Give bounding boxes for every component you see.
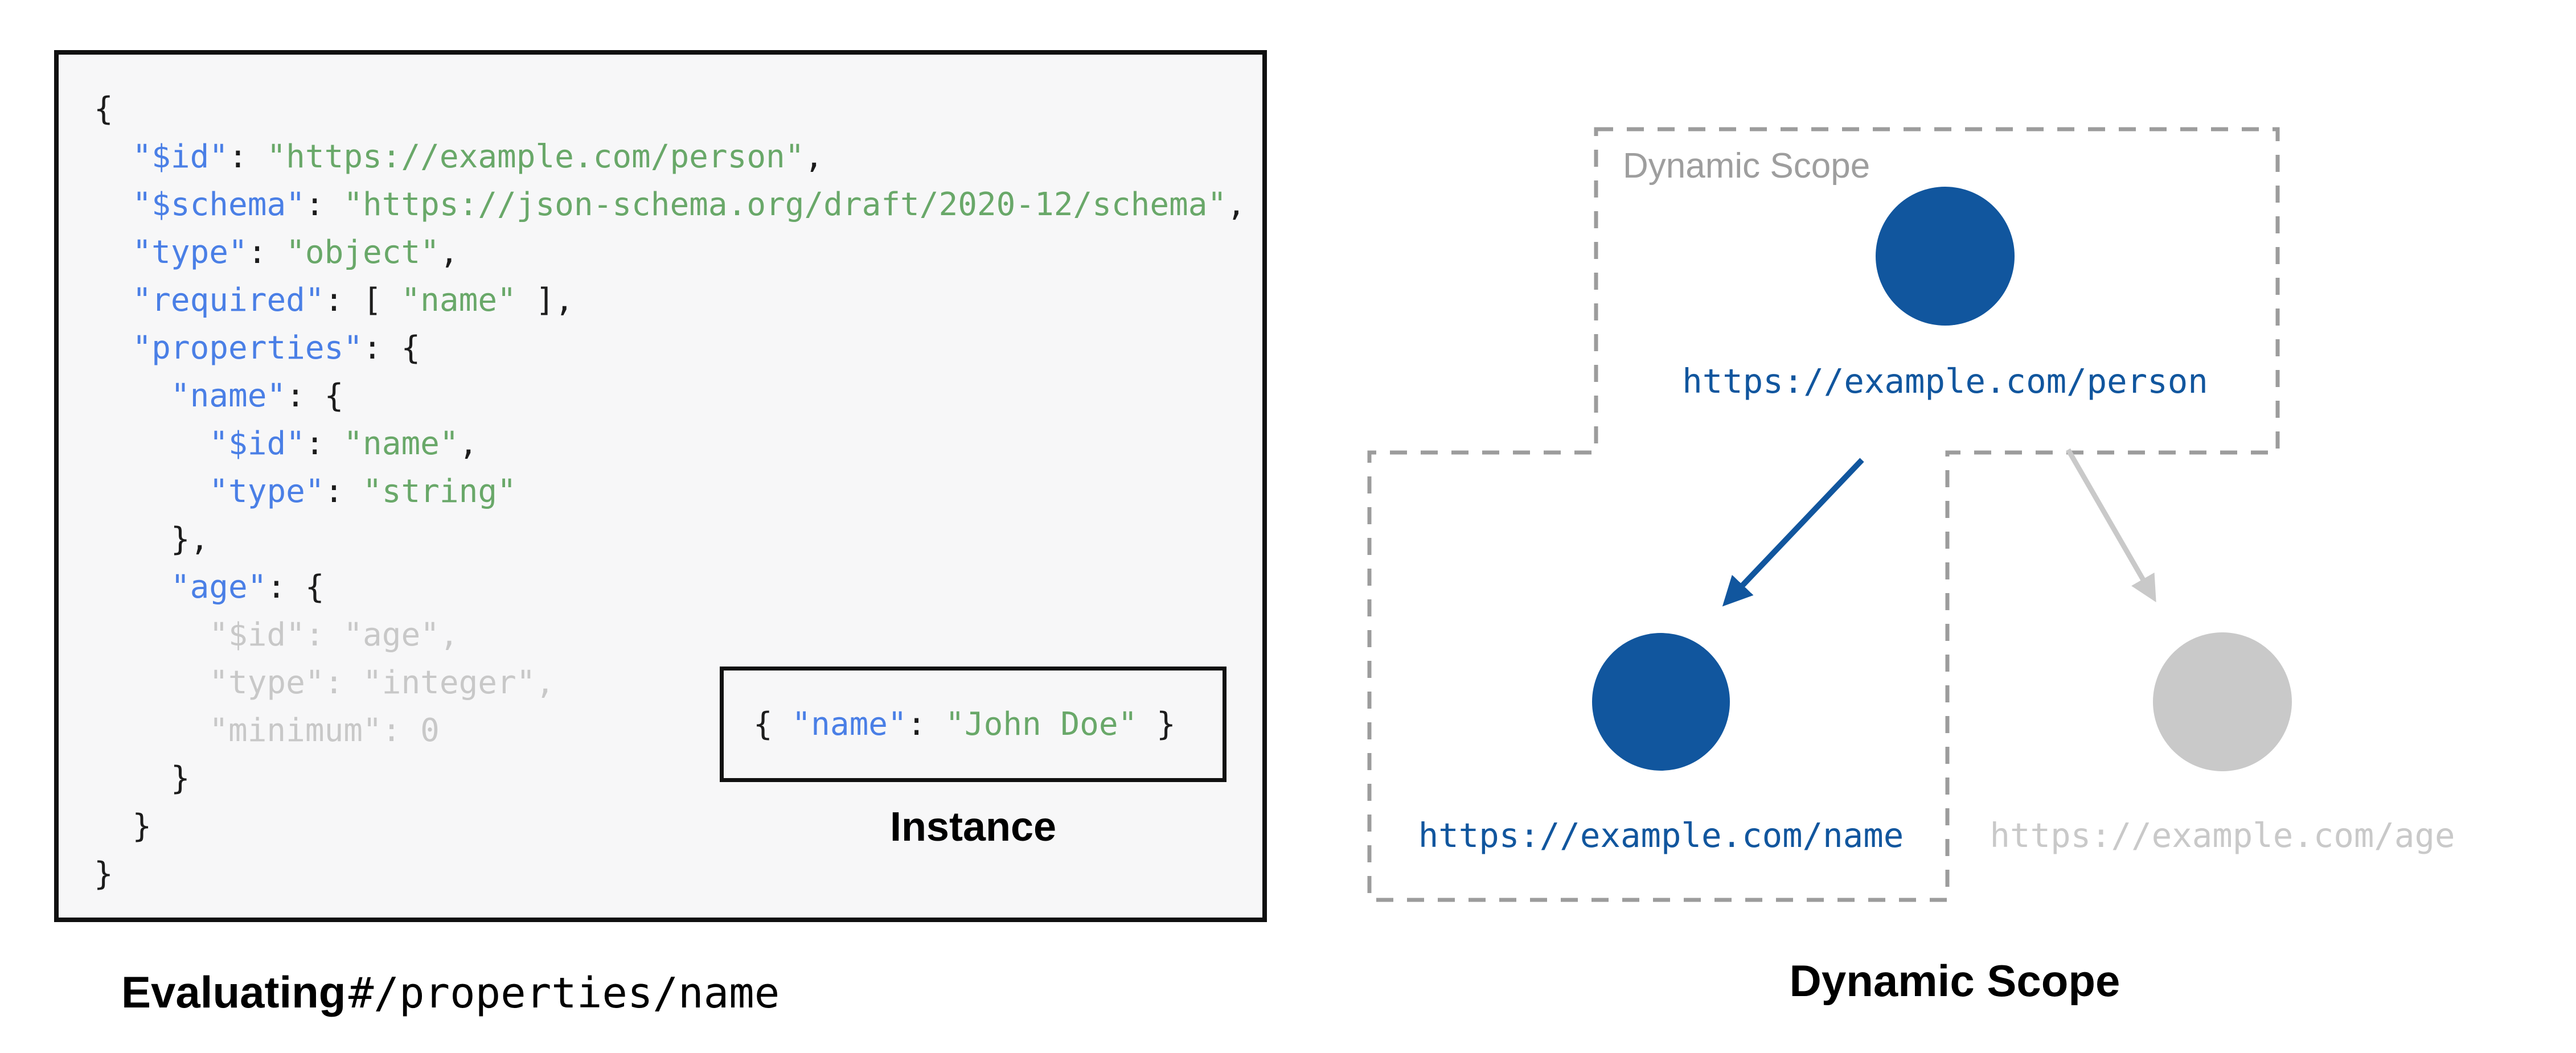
person-to-age-arrow bbox=[2066, 448, 2156, 603]
schema-code-panel: { "$id": "https://example.com/person", "… bbox=[54, 50, 1267, 922]
evaluating-caption: Evaluating #/properties/name bbox=[121, 966, 780, 1018]
instance-code: { "name": "John Doe" } bbox=[753, 705, 1176, 743]
name-node-label: https://example.com/name bbox=[1418, 816, 1904, 855]
dynamic-scope-caption: Dynamic Scope bbox=[1789, 956, 2120, 1006]
age-node-label: https://example.com/age bbox=[1990, 816, 2455, 855]
dynamic-scope-inner-label: Dynamic Scope bbox=[1623, 146, 1870, 186]
evaluating-caption-pointer: #/properties/name bbox=[348, 969, 780, 1018]
instance-label: Instance bbox=[889, 804, 1057, 850]
schema-code: { "$id": "https://example.com/person", "… bbox=[94, 91, 1246, 892]
instance-box: { "name": "John Doe" } bbox=[720, 667, 1227, 782]
person-node-label: https://example.com/person bbox=[1682, 361, 2208, 401]
name-node bbox=[1592, 633, 1730, 771]
evaluating-caption-bold: Evaluating bbox=[121, 967, 346, 1017]
person-node bbox=[1876, 187, 2015, 326]
person-to-name-arrow bbox=[1722, 458, 1864, 607]
age-node bbox=[2153, 632, 2292, 771]
dynamic-scope-boundary bbox=[1367, 127, 2280, 902]
